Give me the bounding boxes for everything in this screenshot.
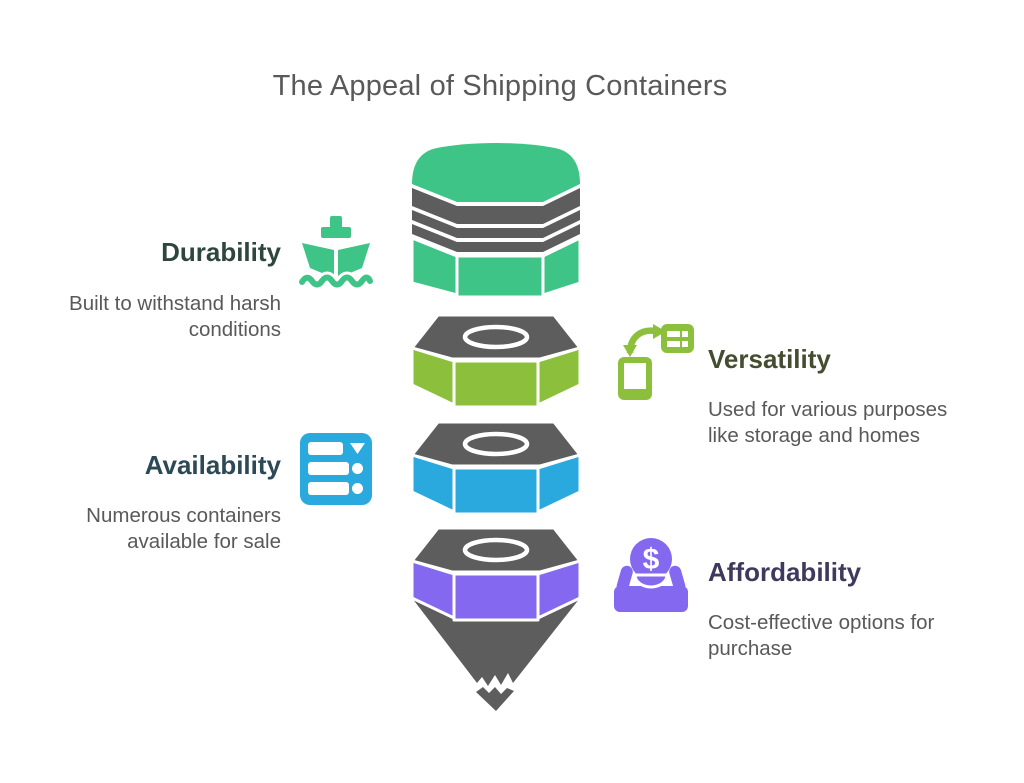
dollar-glyph: $: [643, 543, 660, 576]
wave-line: [299, 274, 373, 288]
page-title: The Appeal of Shipping Containers: [272, 70, 728, 102]
hex-ring: [462, 431, 530, 457]
hex-ring: [462, 537, 530, 563]
versatility-description: Used for various purposes like storage a…: [708, 398, 948, 447]
hex-ring: [462, 324, 530, 350]
availability-heading: Availability: [144, 450, 281, 480]
funnel-segment-affordability: [410, 526, 582, 622]
funnel-graphic: [410, 143, 582, 711]
funnel-segment-availability: [410, 420, 582, 516]
durability-heading: Durability: [161, 237, 281, 267]
funnel-segment-versatility: [410, 313, 582, 409]
affordability-heading: Affordability: [708, 557, 862, 587]
durability-description: Built to withstand harsh conditions: [69, 292, 281, 341]
server-stack-icon: [300, 433, 372, 505]
funnel-segment-durability: [410, 143, 582, 299]
device-swap-icon: [618, 324, 694, 400]
ship-icon: [296, 216, 376, 291]
versatility-heading: Versatility: [708, 344, 831, 374]
coin-donation-icon: $: [614, 538, 688, 612]
affordability-description: Cost-effective options for purchase: [708, 611, 935, 660]
availability-description: Numerous containers available for sale: [86, 504, 281, 553]
